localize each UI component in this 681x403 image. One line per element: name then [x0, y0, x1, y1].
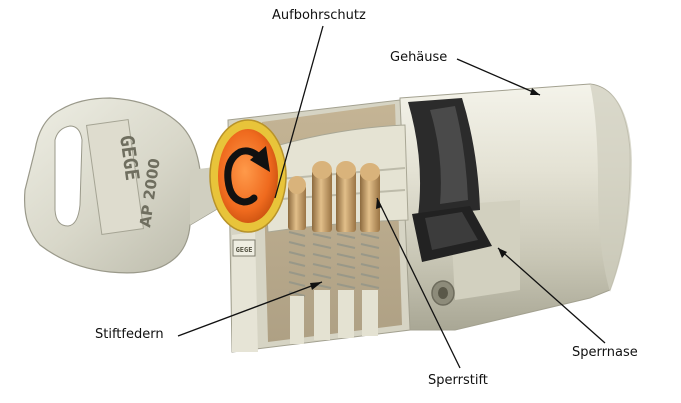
- label-gehaeuse: Gehäuse: [390, 50, 448, 65]
- label-stiftfedern: Stiftfedern: [95, 327, 164, 342]
- leader-sperrstift: [376, 197, 461, 369]
- pin-stack-3: [336, 161, 356, 338]
- label-sperrnase: Sperrnase: [572, 345, 638, 360]
- leader-sperrnase: [497, 247, 606, 344]
- drill-protection: [209, 119, 287, 233]
- leader-aufbohrschutz: [274, 25, 324, 199]
- leader-lines: [177, 25, 606, 369]
- key: GEGE AP 2000: [23, 97, 233, 274]
- label-aufbohrschutz: Aufbohrschutz: [272, 8, 366, 23]
- leader-gehaeuse: [456, 58, 541, 96]
- cylinder-logo-text: GEGE: [236, 246, 253, 254]
- leader-stiftfedern: [177, 281, 323, 337]
- pin-stack-1: [288, 176, 306, 344]
- rotation-arrow-icon: [224, 147, 264, 206]
- locking-cam: [408, 98, 492, 262]
- pin-stack-2: [312, 161, 332, 340]
- pin-stack-4: [360, 163, 380, 336]
- label-sperrstift: Sperrstift: [428, 373, 488, 388]
